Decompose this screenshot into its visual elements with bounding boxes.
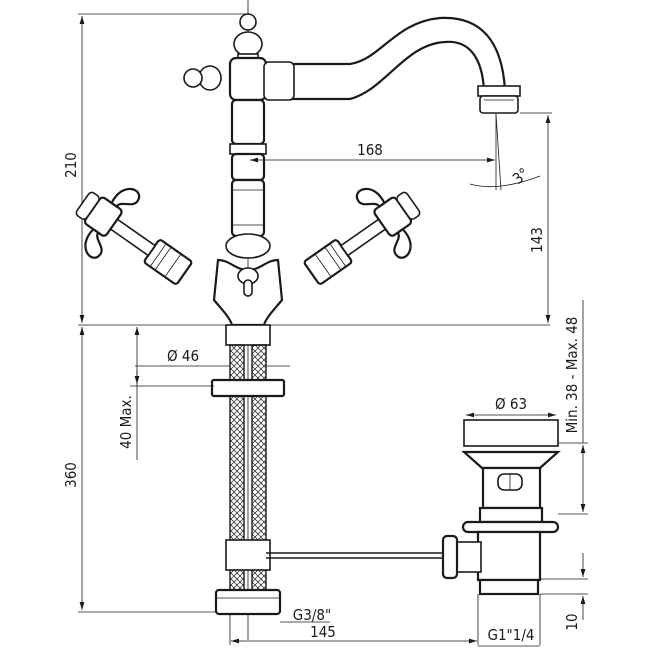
svg-text:40 Max.: 40 Max. — [117, 395, 135, 449]
svg-text:143: 143 — [528, 227, 546, 253]
dim-hose-length: 360 — [62, 327, 216, 613]
dim-spout-height: 143 — [520, 112, 552, 323]
pop-up-drain — [441, 419, 561, 645]
svg-text:Ø 46: Ø 46 — [167, 347, 199, 365]
dim-drain-offset: 145 — [231, 623, 477, 644]
svg-text:145: 145 — [310, 623, 336, 641]
svg-text:10: 10 — [563, 613, 581, 630]
dim-drain-diameter: Ø 63 — [466, 395, 556, 418]
svg-text:G3/8": G3/8" — [293, 606, 331, 624]
svg-text:G1"1/4: G1"1/4 — [488, 626, 535, 644]
supply-hoses — [210, 324, 445, 616]
right-handle — [303, 187, 421, 285]
left-handle — [75, 187, 193, 285]
dim-spout-reach: 168 — [250, 141, 495, 163]
svg-text:Min. 38 - Max. 48: Min. 38 - Max. 48 — [563, 317, 581, 434]
dim-spout-angle: 3° — [469, 113, 541, 191]
dim-inlet-thread: G3/8" — [229, 606, 331, 645]
dim-drain-thickness: Min. 38 - Max. 48 — [558, 300, 588, 515]
svg-text:Ø 63: Ø 63 — [495, 395, 527, 413]
svg-text:210: 210 — [62, 152, 80, 178]
dim-max-deck: 40 Max. — [117, 327, 214, 460]
faucet-body — [183, 13, 521, 327]
dim-overall-height: 210 — [62, 13, 550, 326]
dim-base-diameter: Ø 46 — [135, 347, 290, 367]
svg-text:168: 168 — [357, 141, 383, 159]
dim-drain-thread-length: 10 — [540, 553, 588, 631]
svg-text:360: 360 — [62, 462, 80, 488]
dim-drain-thread: G1"1/4 — [478, 626, 540, 647]
